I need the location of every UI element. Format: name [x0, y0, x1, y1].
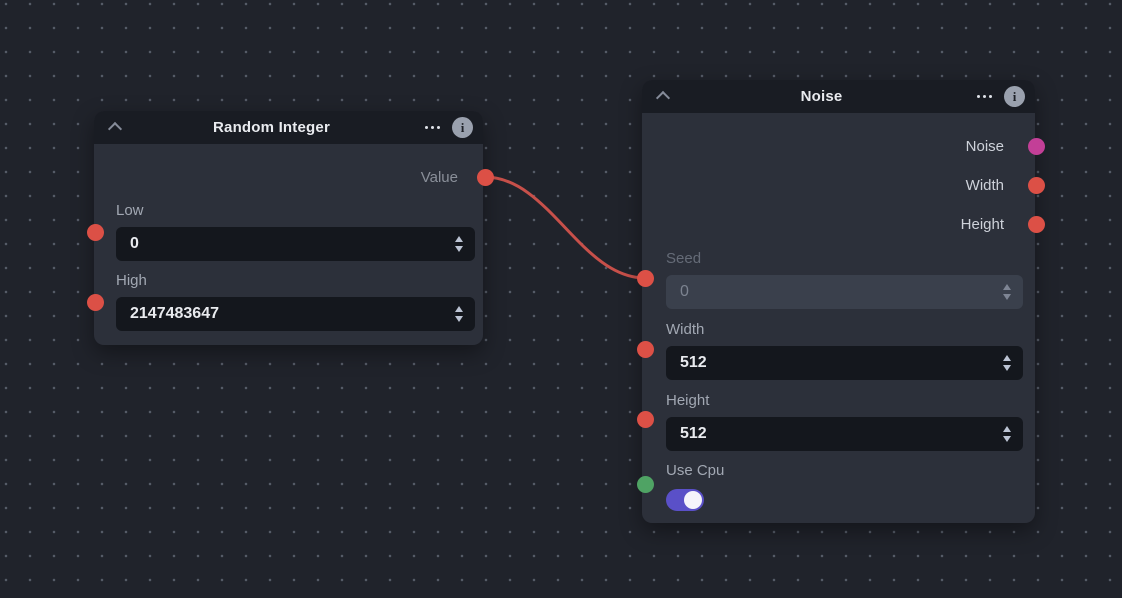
node-title: Noise — [800, 88, 843, 105]
stepper-down-icon[interactable] — [455, 316, 463, 322]
widget-label-height: Height — [666, 392, 710, 409]
node-random-integer[interactable]: Random Integer i Value Low 0 High 214748… — [86, 111, 494, 345]
node-menu-icon[interactable] — [423, 123, 442, 132]
output-row-value: Value — [116, 160, 475, 194]
port-input-high[interactable] — [86, 293, 104, 311]
seed-input: 0 — [666, 275, 1023, 309]
stepper-up-icon[interactable] — [455, 306, 463, 312]
output-label-noise: Noise — [965, 137, 1004, 155]
node-header-drag-handle[interactable]: Noise i — [642, 80, 1035, 113]
widget-label-use-cpu: Use Cpu — [666, 462, 725, 479]
node-menu-icon[interactable] — [975, 92, 994, 101]
node-title: Random Integer — [213, 119, 330, 136]
output-row-height: Height — [666, 207, 1023, 241]
widget-label-width: Width — [666, 321, 705, 338]
seed-stepper — [1003, 284, 1011, 300]
widget-label-low: Low — [116, 202, 144, 219]
high-value: 2147483647 — [130, 305, 219, 322]
stepper-down-icon[interactable] — [1003, 365, 1011, 371]
stepper-down-icon[interactable] — [1003, 436, 1011, 442]
width-stepper[interactable] — [1003, 355, 1011, 371]
port-output-width[interactable] — [1027, 176, 1045, 194]
output-row-noise: Noise — [666, 129, 1023, 163]
port-output-value[interactable] — [476, 168, 494, 186]
port-input-seed[interactable] — [636, 269, 654, 287]
node-noise[interactable]: Noise i Noise Width Height Seed 0 Width … — [636, 80, 1045, 523]
output-label-width: Width — [965, 176, 1004, 194]
low-value: 0 — [130, 235, 139, 252]
widget-label-seed: Seed — [666, 250, 702, 267]
stepper-down-icon — [1003, 294, 1011, 300]
use-cpu-toggle[interactable] — [666, 489, 704, 511]
low-stepper[interactable] — [455, 236, 463, 252]
stepper-down-icon[interactable] — [455, 246, 463, 252]
stepper-up-icon[interactable] — [1003, 426, 1011, 432]
info-icon[interactable]: i — [452, 117, 473, 138]
toggle-knob — [684, 491, 702, 509]
port-input-low[interactable] — [86, 223, 104, 241]
node-header-drag-handle[interactable]: Random Integer i — [94, 111, 483, 144]
port-output-noise[interactable] — [1027, 137, 1045, 155]
port-input-width[interactable] — [636, 340, 654, 358]
wire-value-to-seed[interactable] — [483, 175, 647, 280]
stepper-up-icon[interactable] — [1003, 355, 1011, 361]
output-label-height: Height — [960, 215, 1004, 233]
width-input[interactable]: 512 — [666, 346, 1023, 380]
port-output-height[interactable] — [1027, 215, 1045, 233]
width-value: 512 — [680, 354, 707, 371]
low-input[interactable]: 0 — [116, 227, 475, 261]
stepper-up-icon — [1003, 284, 1011, 290]
height-input[interactable]: 512 — [666, 417, 1023, 451]
high-stepper[interactable] — [455, 306, 463, 322]
port-input-height[interactable] — [636, 410, 654, 428]
high-input[interactable]: 2147483647 — [116, 297, 475, 331]
height-value: 512 — [680, 425, 707, 442]
info-icon[interactable]: i — [1004, 86, 1025, 107]
output-label-value: Value — [420, 168, 458, 186]
seed-value: 0 — [680, 283, 689, 300]
port-input-use-cpu[interactable] — [636, 475, 654, 493]
output-row-width: Width — [666, 168, 1023, 202]
stepper-up-icon[interactable] — [455, 236, 463, 242]
height-stepper[interactable] — [1003, 426, 1011, 442]
widget-label-high: High — [116, 272, 147, 289]
